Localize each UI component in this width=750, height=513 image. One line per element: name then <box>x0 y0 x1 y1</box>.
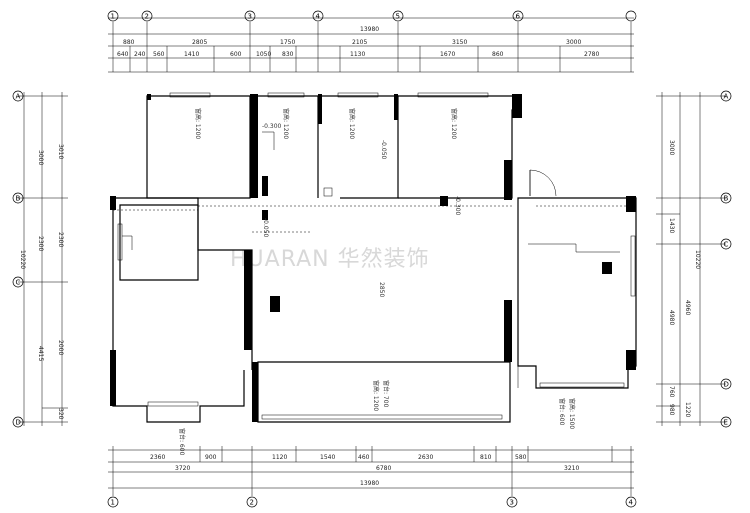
bottom-dimensions: 2360 900 1120 1540 460 2630 810 580 3720… <box>108 446 634 496</box>
axis-bot-3: 3 <box>510 499 514 507</box>
axis-top-6: 6 <box>516 13 521 21</box>
dashed-openings <box>113 140 628 363</box>
dim-top-r2-1: 2805 <box>192 39 207 46</box>
dim-top-r3-0: 640 <box>117 51 129 58</box>
dim-right-r2-2: 4980 <box>668 310 675 325</box>
level-3: -0.050 <box>262 218 269 238</box>
room-2-window: 窗高: 1200 <box>282 108 290 139</box>
ceiling-height: 2850 <box>378 282 385 297</box>
door-swing <box>529 169 557 197</box>
dim-top-r3-2: 560 <box>153 51 165 58</box>
dim-bot-r3-4: 460 <box>358 454 370 461</box>
dim-bot-r3-3: 1540 <box>320 454 335 461</box>
dim-top-r3-7: 1130 <box>350 51 365 58</box>
windows <box>117 92 636 420</box>
axis-bot-1: 1 <box>111 499 115 507</box>
living-sill: 窗台: 700 <box>382 380 390 408</box>
fixtures <box>122 131 612 312</box>
axis-right-b: B <box>724 195 729 203</box>
right-dimensions: 3000 1430 4960 4980 760 980 1220 10220 <box>656 92 726 426</box>
axis-top-2: 2 <box>145 13 149 21</box>
axis-bot-2: 2 <box>250 499 254 507</box>
dim-top-r2-5: 3000 <box>566 39 581 46</box>
axis-top-4: 4 <box>316 13 321 21</box>
dim-left-r2-0: 3000 <box>37 150 44 165</box>
axis-left-c: C <box>16 279 21 287</box>
dim-left-r3-3: 320 <box>57 408 64 420</box>
top-dimensions: 13980 880 2805 1750 2105 3150 3000 640 2… <box>108 17 634 73</box>
axis-right-c: C <box>724 241 729 249</box>
left-sill: 窗台: 600 <box>178 428 186 456</box>
dim-bot-r3-0: 2360 <box>150 454 165 461</box>
dim-right-r2-0: 3000 <box>668 140 675 155</box>
dim-left-r3-2: 2000 <box>57 340 64 355</box>
room-4-window: 窗高: 1200 <box>450 108 458 139</box>
level-1: -0.300 <box>262 123 282 130</box>
dim-top-r3-8: 1670 <box>440 51 455 58</box>
bottom-axis-markers: 1 2 3 4 <box>107 496 637 508</box>
dim-bot-r3-6: 810 <box>480 454 492 461</box>
level-2: -0.050 <box>380 140 387 160</box>
balcony-window: 窗高: 1200 <box>372 380 380 411</box>
left-axis-markers: A B C D <box>12 90 24 428</box>
right-window: 窗高: 1500 <box>568 398 576 429</box>
room-labels: 窗高: 1200 窗高: 1200 窗高: 1200 窗高: 1200 窗高: … <box>178 108 576 456</box>
dim-left-r2-1: 2300 <box>37 236 44 251</box>
dim-top-total: 13980 <box>360 26 379 33</box>
level-4: -0.300 <box>454 196 461 216</box>
dim-left-r2-2: 4415 <box>37 346 44 361</box>
dim-top-r2-3: 2105 <box>352 39 367 46</box>
level-marks: -0.300 -0.050 -0.050 -0.300 2850 <box>262 123 461 297</box>
dim-bot-r3-1: 900 <box>205 454 217 461</box>
axis-left-b: B <box>16 195 21 203</box>
axis-top-1: 1 <box>111 13 115 21</box>
axis-right-a: A <box>724 93 729 101</box>
right-axis-markers: A B C D E <box>720 90 732 428</box>
dim-bot-r2-1: 6780 <box>376 465 391 472</box>
dim-top-r3-3: 1410 <box>184 51 199 58</box>
axis-top-5: 5 <box>396 13 400 21</box>
watermark: HUARAN 华然装饰 <box>230 247 430 272</box>
dim-bot-r3-7: 580 <box>515 454 527 461</box>
dim-bot-r2-0: 3720 <box>175 465 190 472</box>
dim-right-total: 10220 <box>694 250 701 269</box>
axis-right-d: D <box>724 381 729 389</box>
dim-top-r3-5: 1050 <box>256 51 271 58</box>
dim-right-r3-0: 4960 <box>684 300 691 315</box>
dim-top-r3-1: 240 <box>134 51 146 58</box>
dim-top-r3-9: 860 <box>492 51 504 58</box>
top-axis-markers: 1 2 3 4 5 6 <box>107 10 637 22</box>
dim-left-r3-1: 2300 <box>57 232 64 247</box>
right-sill: 窗台: 600 <box>558 398 566 426</box>
dim-bot-r2-2: 3210 <box>564 465 579 472</box>
dim-right-r3-1: 760 <box>668 386 675 398</box>
axis-right-e: E <box>724 419 728 427</box>
axis-top-3: 3 <box>248 13 252 21</box>
dim-top-r3-10: 2780 <box>584 51 599 58</box>
dim-top-r3-4: 600 <box>230 51 242 58</box>
left-dimensions: 3000 2300 4415 10220 3010 2300 2000 320 <box>18 92 68 426</box>
dim-bot-r3-2: 1120 <box>272 454 287 461</box>
room-1-window: 窗高: 1200 <box>194 108 202 139</box>
dim-top-r2-4: 3150 <box>452 39 467 46</box>
dim-left-r3-0: 3010 <box>57 144 64 159</box>
room-3-window: 窗高: 1200 <box>348 108 356 139</box>
dim-top-r2-0: 880 <box>123 39 135 46</box>
walls <box>110 94 637 423</box>
dim-right-r2-3: 1220 <box>684 402 691 417</box>
axis-left-d: D <box>16 419 21 427</box>
dim-top-r2-2: 1750 <box>280 39 295 46</box>
axis-left-a: A <box>16 93 21 101</box>
dim-right-r3-2: 980 <box>668 404 675 416</box>
dim-top-r3-6: 830 <box>282 51 294 58</box>
dim-left-total: 10220 <box>19 250 26 269</box>
dim-right-r2-1: 1430 <box>668 218 675 233</box>
dim-bot-total: 13980 <box>360 480 379 487</box>
dim-bot-r3-5: 2630 <box>418 454 433 461</box>
axis-bot-4: 4 <box>629 499 634 507</box>
